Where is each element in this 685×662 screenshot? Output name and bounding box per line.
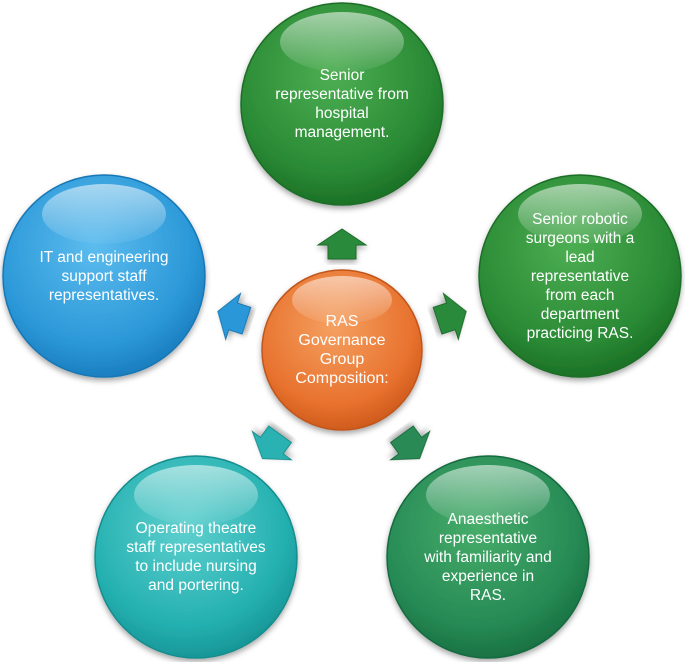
arrow-left-icon <box>217 292 252 341</box>
circle-surgeons <box>478 174 682 378</box>
surgeons-text: Senior robotic surgeons with a lead repr… <box>525 210 635 342</box>
circle-anaesthetic <box>386 455 590 659</box>
arrow-up-icon <box>316 228 368 260</box>
circle-center <box>261 269 423 431</box>
arrow-down-right-icon <box>389 425 431 461</box>
it-text: IT and engineering support staff represe… <box>39 248 169 304</box>
management-text: Senior representative from hospital mana… <box>275 67 409 141</box>
arrow-right-icon <box>432 292 467 341</box>
theatre-text: Operating theatre staff representatives … <box>126 520 266 594</box>
circle-management <box>240 2 444 206</box>
arrow-down-left-icon <box>251 425 293 461</box>
circle-theatre <box>94 455 298 659</box>
anaesthetic-text: Anaesthetic representative with familiar… <box>424 510 552 604</box>
circle-it <box>2 174 206 378</box>
center-text: RAS Governance Group Composition: <box>295 313 389 387</box>
